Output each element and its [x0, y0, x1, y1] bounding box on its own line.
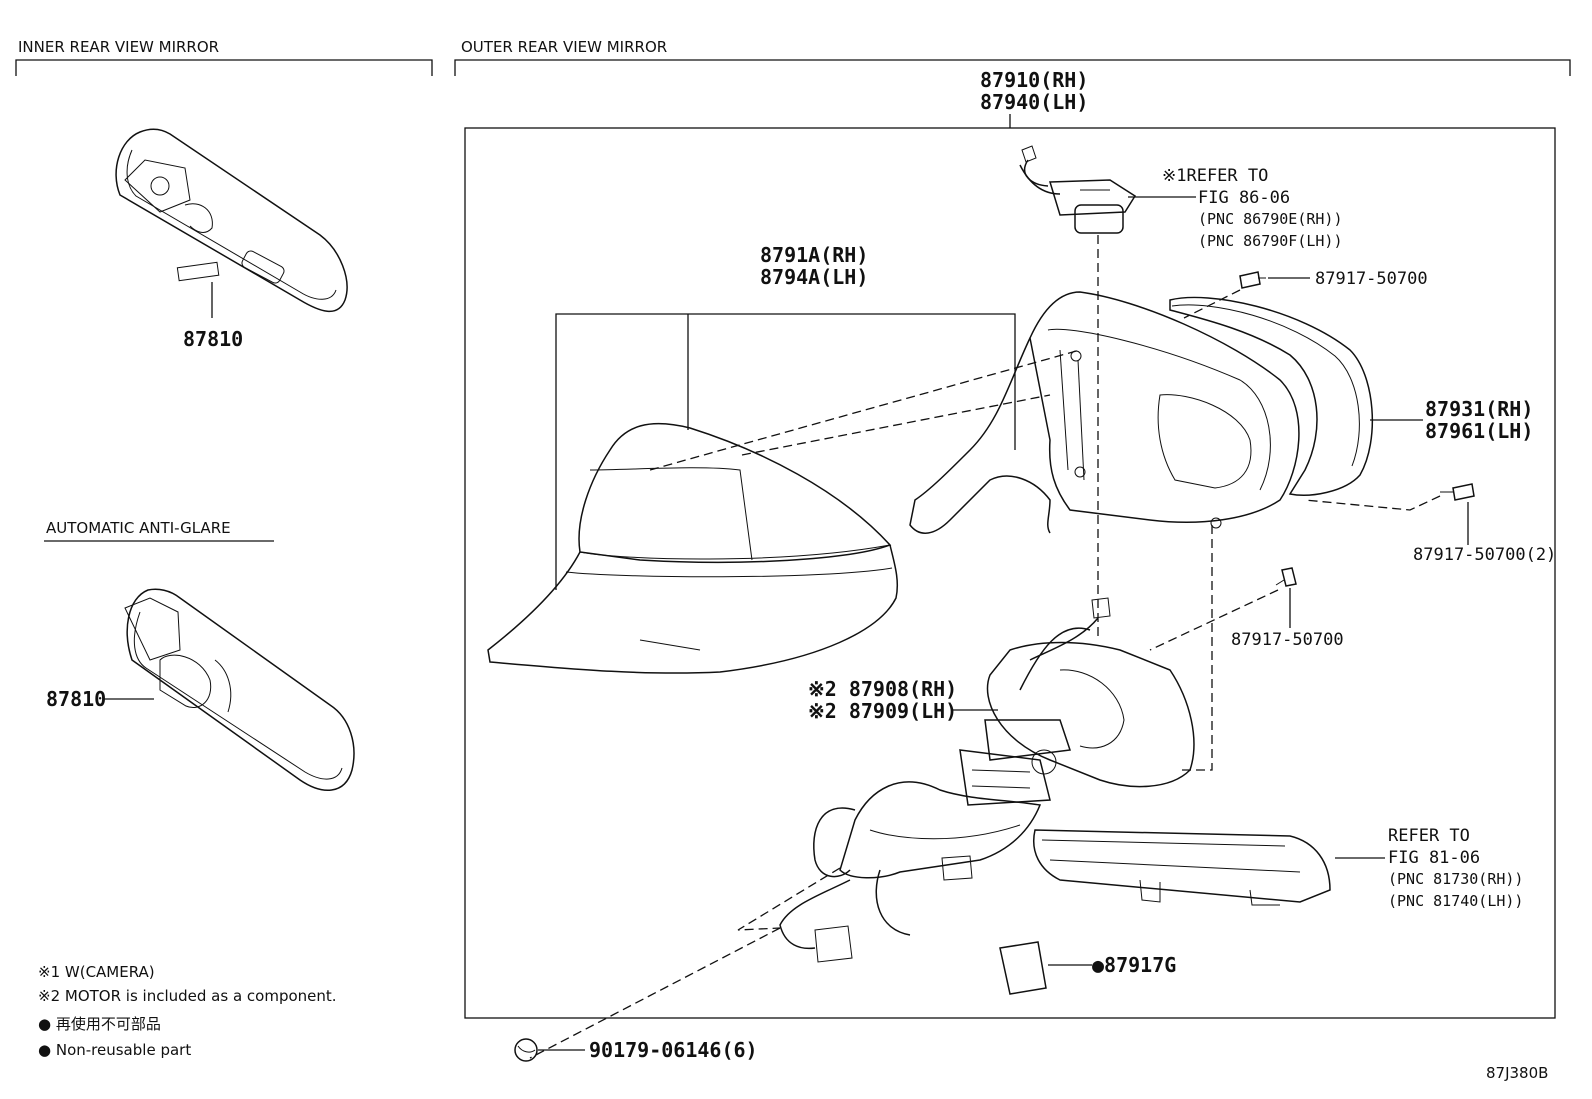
lamp-refer-to: REFER TO: [1388, 826, 1470, 846]
callout-screw-mid: 87917-50700: [1231, 630, 1344, 650]
camera-drawing: [1019, 145, 1137, 234]
dash-harness: [737, 867, 841, 931]
screw-right-drawing: [1440, 483, 1475, 501]
bracket-cover: [555, 313, 1016, 590]
mirror-stay-drawing: [779, 781, 1042, 963]
callout-screw-right: 87917-50700(2): [1413, 545, 1556, 565]
section-title-anti-glare: AUTOMATIC ANTI-GLARE: [46, 519, 231, 537]
legend-non-reusable-jp: ● 再使用不可部品: [38, 1015, 161, 1033]
callout-mirror-lh: 87961(LH): [1425, 419, 1533, 443]
section-title-inner: INNER REAR VIEW MIRROR: [18, 38, 219, 56]
lamp-fig: FIG 81-06: [1388, 848, 1480, 868]
callout-outer-assy-rh: 87910(RH): [980, 68, 1088, 92]
diagram-code: 87J380B: [1486, 1064, 1548, 1082]
callout-clip: 90179-06146(6): [589, 1038, 758, 1062]
camera-pnc-rh: (PNC 86790E(RH)): [1198, 210, 1343, 228]
section-bracket-inner: [15, 59, 433, 76]
mirror-housing-drawing: [909, 291, 1300, 534]
dash-screw-right: [1304, 495, 1441, 511]
note-camera: ※1 W(CAMERA): [38, 963, 155, 981]
callout-motor-rh: ※2 87908(RH): [808, 677, 957, 701]
motor-drawing: [959, 597, 1195, 806]
callout-seal: ●87917G: [1092, 953, 1176, 977]
lamp-pnc-rh: (PNC 81730(RH)): [1388, 870, 1523, 888]
section-bracket-outer: [454, 59, 1571, 76]
dash-housing-to-motor: [1180, 525, 1213, 771]
dash-screw-top: [1183, 289, 1241, 319]
dash-cover-top: [649, 349, 1081, 471]
screw-top-drawing: [1239, 271, 1266, 289]
callout-screw-top: 87917-50700: [1315, 269, 1428, 289]
mirror-glass-drawing: [1169, 296, 1374, 496]
note-motor: ※2 MOTOR is included as a component.: [38, 987, 337, 1005]
turn-lamp-drawing: [1033, 829, 1331, 906]
legend-non-reusable-en: ● Non-reusable part: [38, 1041, 191, 1059]
screw-mid-drawing: [1275, 567, 1297, 587]
dash-cover-mid: [741, 394, 1051, 456]
callout-inner-mirror: 87810: [183, 327, 243, 351]
dash-screw-mid: [1149, 589, 1279, 651]
inner-mirror-drawing: [115, 128, 348, 318]
callout-cover-rh: 8791A(RH): [760, 243, 868, 267]
lamp-pnc-lh: (PNC 81740(LH)): [1388, 892, 1523, 910]
section-title-outer: OUTER REAR VIEW MIRROR: [461, 38, 667, 56]
clip-drawing: [514, 1038, 538, 1062]
callout-outer-assy-lh: 87940(LH): [980, 90, 1088, 114]
dash-to-clip: [529, 927, 781, 1059]
mirror-cover-drawing: [487, 422, 899, 674]
camera-refer-to: ※1REFER TO: [1162, 166, 1268, 186]
camera-pnc-lh: (PNC 86790F(LH)): [1198, 232, 1343, 250]
callout-motor-lh: ※2 87909(LH): [808, 699, 957, 723]
camera-fig: FIG 86-06: [1198, 188, 1290, 208]
callout-mirror-rh: 87931(RH): [1425, 397, 1533, 421]
callout-cover-lh: 8794A(LH): [760, 265, 868, 289]
seal-drawing: [999, 941, 1047, 995]
anti-glare-mirror-drawing: [124, 588, 355, 791]
callout-anti-glare-mirror: 87810: [46, 687, 106, 711]
